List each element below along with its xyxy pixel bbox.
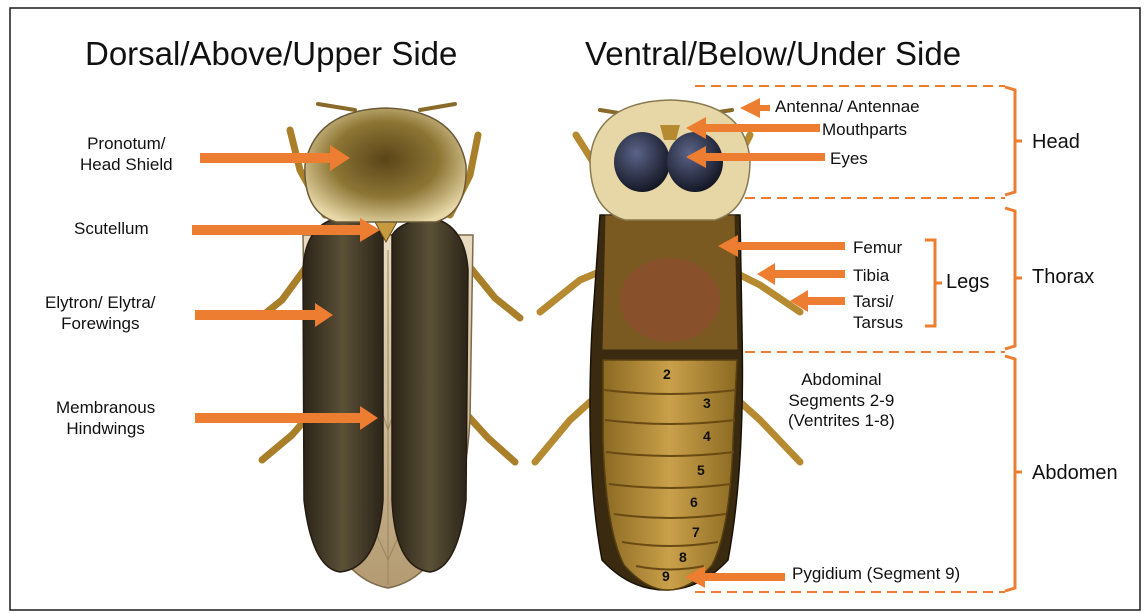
segment-number-2: 2 bbox=[663, 366, 671, 383]
label-tarsi-line-2: Tarsus bbox=[853, 313, 903, 334]
segment-number-7: 7 bbox=[692, 524, 700, 541]
label-head: Head bbox=[1032, 130, 1080, 154]
label-thorax: Thorax bbox=[1032, 265, 1094, 289]
bracket-legs bbox=[925, 240, 942, 326]
bracket-head bbox=[1005, 87, 1022, 195]
label-hindwings: Membranous Hindwings bbox=[56, 398, 155, 439]
region-brackets bbox=[925, 87, 1022, 591]
label-pygidium: Pygidium (Segment 9) bbox=[792, 564, 960, 585]
dorsal-right-elytron bbox=[392, 218, 468, 572]
segment-number-5: 5 bbox=[697, 462, 705, 479]
label-legs: Legs bbox=[946, 270, 989, 294]
label-elytron: Elytron/ Elytra/ Forewings bbox=[45, 293, 156, 334]
label-femur: Femur bbox=[853, 238, 902, 259]
label-antenna: Antenna/ Antennae bbox=[775, 97, 920, 118]
segment-number-9: 9 bbox=[662, 568, 670, 585]
label-eyes: Eyes bbox=[830, 149, 868, 170]
ventral-coxae bbox=[620, 258, 720, 342]
segment-number-6: 6 bbox=[690, 494, 698, 511]
label-elytron-line-1: Elytron/ Elytra/ bbox=[45, 293, 156, 314]
dorsal-beetle-illustration bbox=[262, 104, 520, 588]
label-abdomen: Abdomen bbox=[1032, 461, 1118, 485]
arrow-tibia bbox=[757, 263, 845, 285]
ventral-left-eye bbox=[614, 132, 670, 192]
arrow-pygidium bbox=[685, 566, 785, 588]
ventral-right-eye bbox=[667, 132, 723, 192]
label-abdominal-line-2: Segments 2-9 bbox=[788, 391, 895, 412]
segment-number-4: 4 bbox=[703, 428, 711, 445]
label-abdominal-line-1: Abdominal bbox=[788, 370, 895, 391]
label-pronotum-line-2: Head Shield bbox=[80, 155, 173, 176]
label-scutellum: Scutellum bbox=[74, 219, 149, 240]
dorsal-title: Dorsal/Above/Upper Side bbox=[85, 34, 457, 74]
dorsal-pronotum bbox=[305, 108, 466, 222]
label-elytron-line-2: Forewings bbox=[45, 314, 156, 335]
label-abdominal-line-3: (Ventrites 1-8) bbox=[788, 411, 895, 432]
label-tarsi-line-1: Tarsi/ bbox=[853, 292, 903, 313]
label-mouthparts: Mouthparts bbox=[822, 120, 907, 141]
ventral-beetle-illustration bbox=[535, 100, 800, 590]
arrow-antenna bbox=[740, 98, 770, 118]
ventral-title: Ventral/Below/Under Side bbox=[585, 34, 961, 74]
dorsal-left-elytron bbox=[303, 218, 383, 572]
label-abdominal-segments: Abdominal Segments 2-9 (Ventrites 1-8) bbox=[788, 370, 895, 432]
label-pronotum-line-1: Pronotum/ bbox=[80, 134, 173, 155]
bracket-thorax bbox=[1005, 208, 1022, 349]
segment-number-8: 8 bbox=[679, 549, 687, 566]
label-hindwings-line-1: Membranous bbox=[56, 398, 155, 419]
label-tarsi: Tarsi/ Tarsus bbox=[853, 292, 903, 333]
bracket-abdomen bbox=[1005, 356, 1022, 591]
label-tibia: Tibia bbox=[853, 266, 889, 287]
label-pronotum: Pronotum/ Head Shield bbox=[80, 134, 173, 175]
figure-frame bbox=[10, 8, 1140, 610]
label-hindwings-line-2: Hindwings bbox=[56, 419, 155, 440]
segment-number-3: 3 bbox=[703, 395, 711, 412]
arrow-femur bbox=[718, 235, 845, 257]
